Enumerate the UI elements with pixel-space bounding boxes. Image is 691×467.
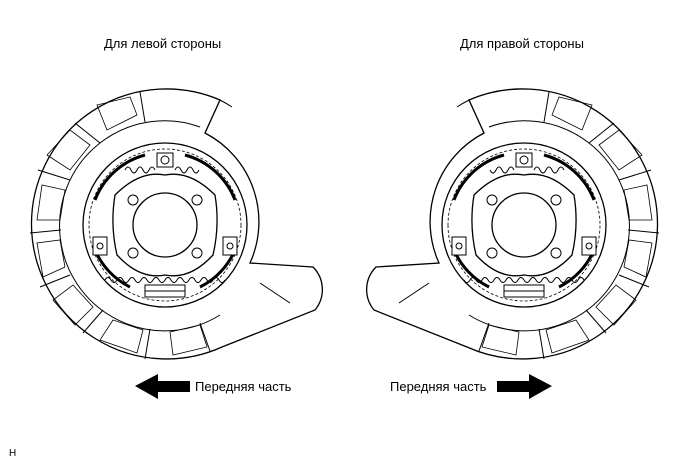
left-side-brake-assembly: [28, 87, 324, 361]
right-side-label: Для правой стороны: [460, 36, 584, 51]
front-direction-label-left: Передняя часть: [195, 379, 292, 394]
arrow-left-icon: [135, 374, 190, 399]
front-direction-label-right: Передняя часть: [390, 379, 487, 394]
right-side-brake-assembly: [365, 87, 661, 361]
arrow-right-icon: [497, 374, 552, 399]
left-side-label: Для левой стороны: [104, 36, 222, 51]
figure-code: H: [9, 448, 17, 459]
